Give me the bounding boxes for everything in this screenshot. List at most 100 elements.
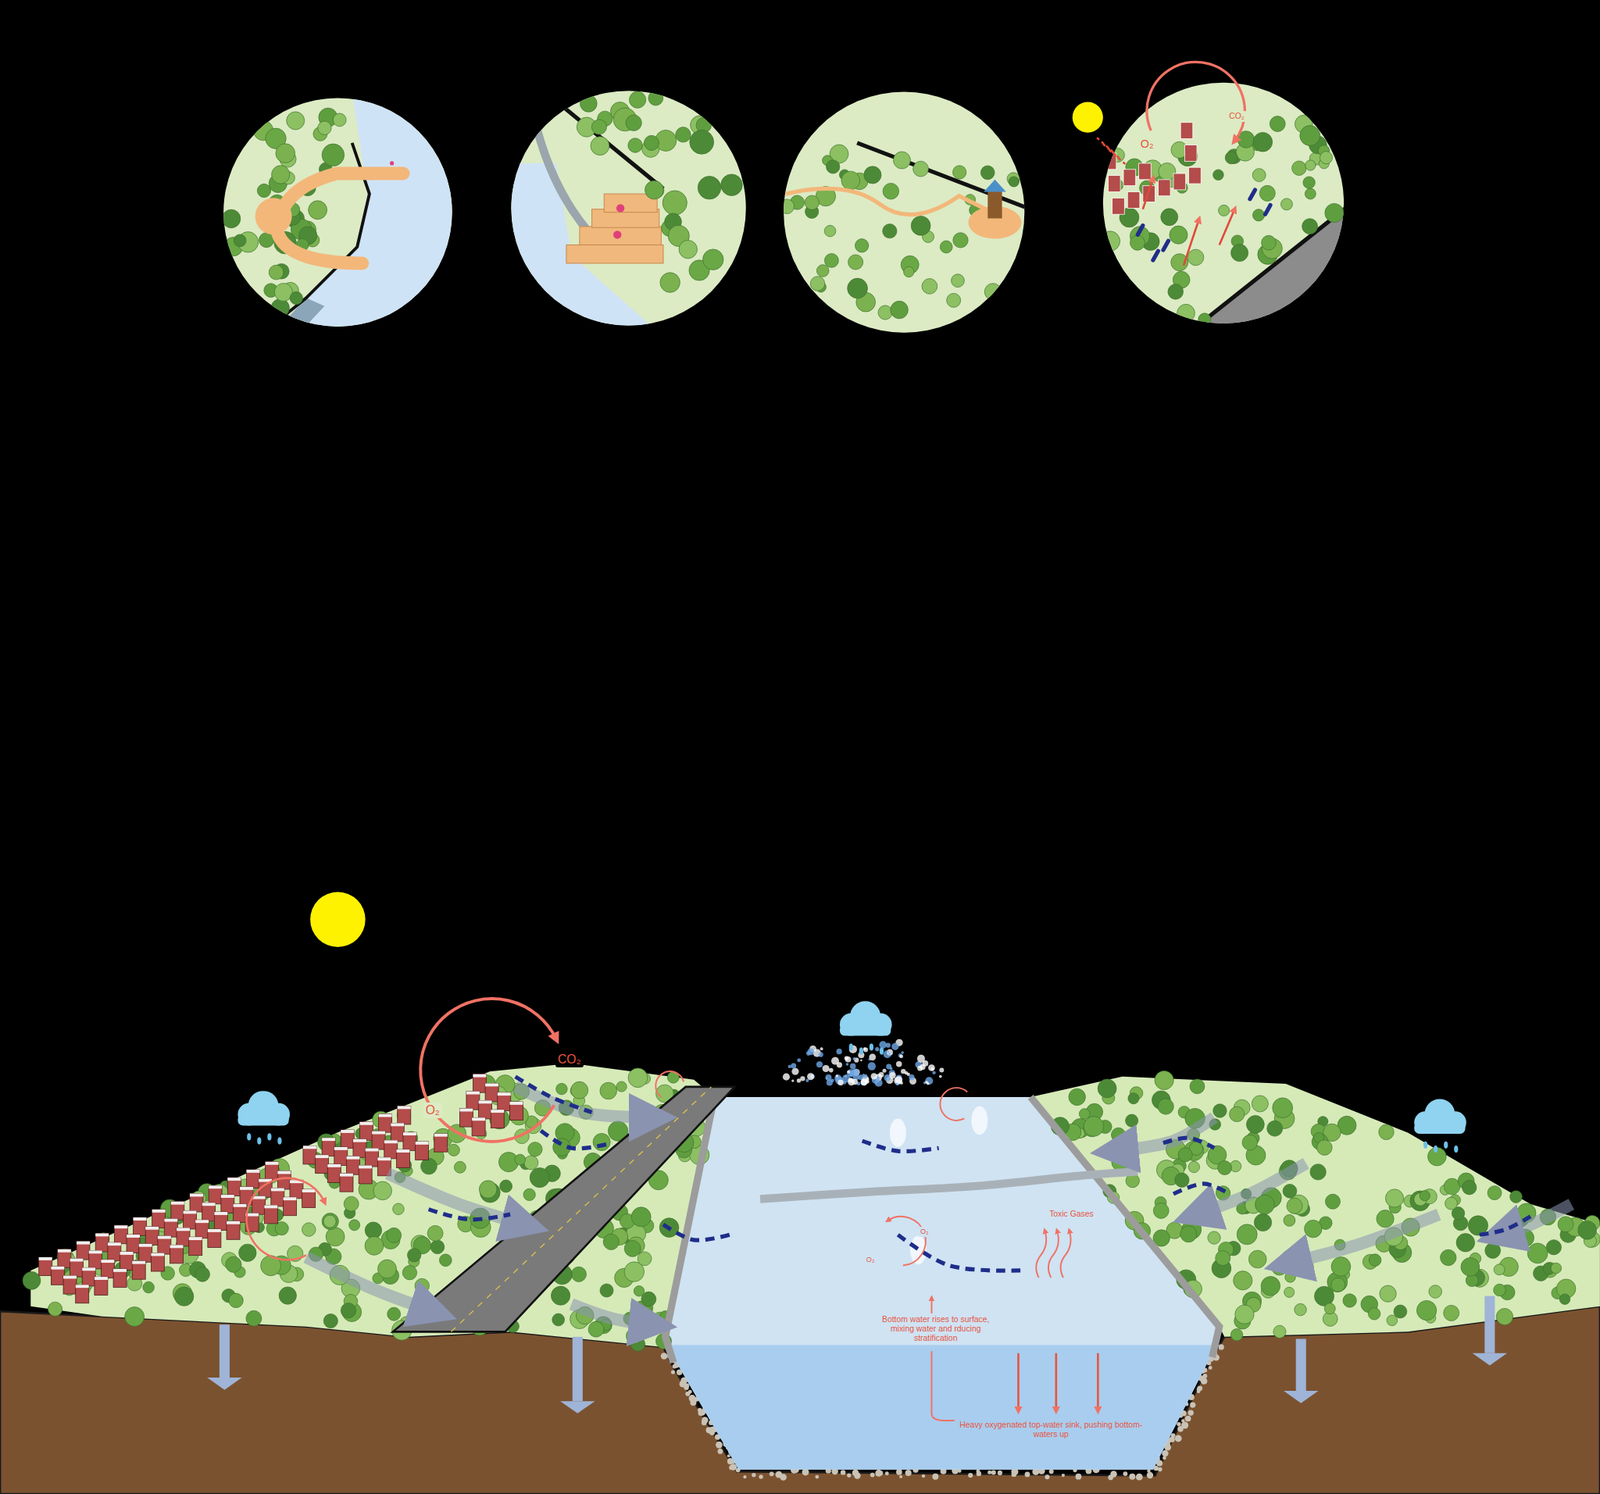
illustration-shape	[221, 1194, 235, 1214]
water-splash	[791, 1067, 799, 1075]
tree-canopy	[1379, 1285, 1397, 1302]
water-splash	[867, 1061, 876, 1070]
tree-canopy	[1188, 1160, 1200, 1172]
gravel	[1061, 1473, 1065, 1477]
water-splash	[878, 1040, 887, 1049]
illustration-shape	[107, 1242, 122, 1246]
tree-canopy	[946, 292, 961, 308]
tree-canopy	[625, 114, 642, 131]
tree-canopy	[841, 171, 861, 190]
gravel	[846, 1473, 851, 1478]
illustration-shape	[321, 1137, 336, 1141]
oxygen-cycle-arrow	[887, 1216, 926, 1266]
illustration-shape	[145, 1226, 159, 1230]
gravel	[1175, 1435, 1183, 1443]
tree-canopy	[660, 272, 680, 293]
runoff-flow-arrow	[306, 1257, 434, 1311]
water-flow-dashes	[862, 1140, 940, 1151]
water-flow-dashes	[1173, 1183, 1230, 1194]
illustration-shape	[271, 1187, 285, 1207]
gravel	[896, 1468, 903, 1475]
tree-canopy	[816, 264, 829, 278]
tree-canopy	[1273, 1325, 1286, 1338]
illustration-shape	[219, 1324, 230, 1378]
illustration-shape	[114, 1225, 128, 1229]
tree-canopy	[1252, 209, 1265, 222]
illustration-shape	[265, 1161, 279, 1165]
tree-canopy	[427, 1225, 443, 1241]
tree-canopy	[1376, 1210, 1394, 1228]
illustration-shape	[1472, 1353, 1508, 1366]
tree-canopy	[1153, 1203, 1169, 1219]
tree-canopy	[1445, 1196, 1458, 1210]
tree-canopy	[626, 1328, 643, 1345]
illustration-shape	[189, 1236, 203, 1240]
tree-canopy	[1198, 313, 1211, 326]
tree-canopy	[286, 111, 305, 130]
gravel	[751, 1472, 756, 1477]
illustration-shape	[340, 1129, 354, 1149]
tree-canopy	[1546, 1239, 1561, 1255]
carbon-cycle-arrow	[1146, 61, 1245, 141]
water-splash	[822, 1064, 830, 1072]
illustration-shape	[152, 1209, 166, 1213]
stone-bank	[1030, 1096, 1220, 1358]
illustration-shape	[403, 1132, 417, 1151]
tree-canopy	[1068, 1088, 1086, 1105]
tree-canopy	[1385, 1189, 1404, 1208]
tree-canopy	[1559, 1293, 1571, 1305]
tree-canopy	[571, 1266, 586, 1282]
illustration-shape	[157, 1235, 172, 1240]
tree-canopy	[1325, 203, 1344, 222]
sun	[310, 891, 366, 947]
illustration-shape	[126, 1234, 140, 1254]
water-splash	[851, 1078, 858, 1086]
illustration-shape	[267, 1132, 272, 1140]
gravel	[957, 1468, 962, 1473]
illustration-shape	[164, 1218, 178, 1222]
illustration-shape	[1123, 169, 1136, 186]
illustration-shape	[246, 1169, 260, 1189]
runoff-flow-arrow	[1196, 1163, 1307, 1215]
illustration-shape	[434, 1133, 448, 1137]
tree-canopy	[1235, 1304, 1254, 1324]
illustration-shape	[497, 1092, 511, 1096]
gravel	[1122, 1471, 1128, 1476]
gravel	[870, 1472, 875, 1478]
sun	[1072, 102, 1104, 133]
tree-canopy	[340, 1303, 356, 1318]
illustration-shape	[384, 1139, 398, 1143]
upwelling-line	[931, 1350, 969, 1421]
illustration-shape	[76, 1241, 90, 1261]
illustration-shape	[246, 1169, 260, 1173]
gravel	[683, 1385, 689, 1390]
illustration-shape	[226, 1221, 240, 1225]
tree-canopy	[1368, 1253, 1382, 1267]
gravel	[1171, 1432, 1176, 1438]
water-splash	[796, 1058, 801, 1063]
tree-canopy	[662, 190, 687, 215]
tree-canopy	[1218, 204, 1230, 216]
illustration-shape	[1139, 163, 1152, 180]
tree-canopy	[323, 1313, 338, 1328]
water-splash	[891, 1042, 899, 1050]
illustration-shape	[95, 1232, 109, 1252]
tree-canopy	[1367, 1307, 1380, 1320]
illustration-shape	[303, 1145, 317, 1149]
illustration-shape	[1142, 178, 1154, 210]
water-splash	[868, 1053, 876, 1061]
illustration-shape	[987, 189, 1002, 219]
illustration-shape	[207, 1228, 222, 1233]
tree-canopy	[1443, 1304, 1460, 1321]
tree-canopy	[552, 1313, 565, 1326]
tree-canopy	[864, 166, 882, 184]
illustration-shape	[57, 1249, 72, 1253]
tree-canopy	[1286, 1197, 1303, 1214]
illustration-shape	[283, 1196, 297, 1200]
tree-canopy	[624, 1239, 641, 1257]
water-flow-dashes	[428, 1209, 511, 1220]
illustration-shape	[150, 1253, 165, 1257]
gravel	[1185, 1415, 1192, 1422]
illustration-shape	[378, 1114, 393, 1133]
tree-canopy	[221, 209, 241, 229]
